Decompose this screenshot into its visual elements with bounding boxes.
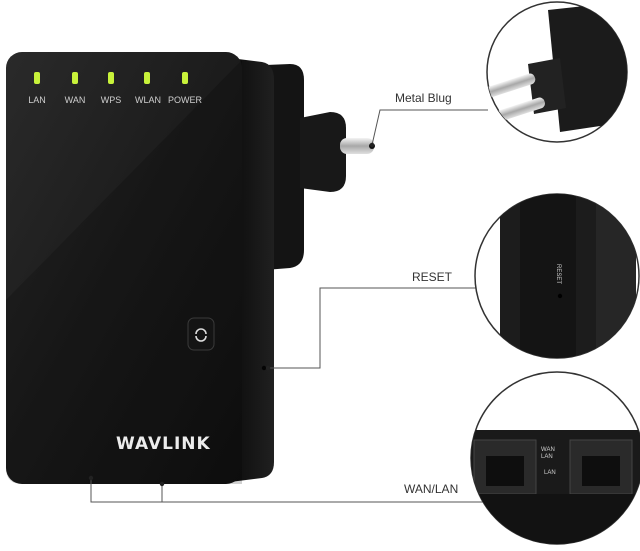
wps-button bbox=[187, 317, 215, 351]
led-label-wlan: WLAN bbox=[134, 95, 161, 105]
led-label-wan: WAN bbox=[64, 95, 86, 105]
led-wps bbox=[108, 72, 114, 84]
callout-lines bbox=[90, 109, 488, 503]
detail-circle-plug bbox=[486, 1, 628, 143]
detail-port-lan-text: LAN bbox=[544, 470, 556, 476]
callout-label-wanlan: WAN/LAN bbox=[404, 482, 459, 496]
reset-pinhole bbox=[261, 365, 267, 371]
detail-reset-text: RESET bbox=[555, 264, 561, 285]
callout-dot-port-a bbox=[88, 475, 94, 481]
plug-pin bbox=[340, 138, 375, 154]
detail-circle-reset bbox=[474, 193, 640, 359]
detail-circle-ports bbox=[470, 371, 640, 545]
detail-port-wanlan-text: WAN LAN bbox=[541, 447, 555, 460]
brand-logo: WAVLINK bbox=[116, 434, 211, 454]
led-indicators bbox=[34, 72, 188, 84]
callout-label-reset: RESET bbox=[412, 270, 453, 284]
led-wan bbox=[72, 72, 78, 84]
callout-label-plug: Metal Blug bbox=[395, 91, 452, 105]
callout-dot-reset bbox=[265, 365, 271, 371]
led-lan bbox=[34, 72, 40, 84]
led-label-wps: WPS bbox=[100, 95, 122, 105]
callout-dot-port-b bbox=[159, 481, 165, 487]
led-wlan bbox=[144, 72, 150, 84]
device-front bbox=[6, 52, 242, 484]
callout-dot-plug bbox=[369, 142, 375, 148]
led-label-lan: LAN bbox=[28, 95, 46, 105]
led-label-power: POWER bbox=[167, 95, 202, 105]
led-power bbox=[182, 72, 188, 84]
